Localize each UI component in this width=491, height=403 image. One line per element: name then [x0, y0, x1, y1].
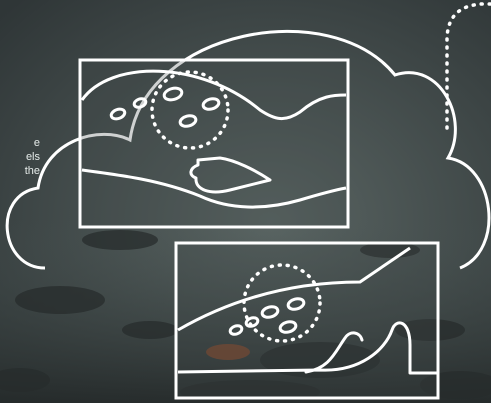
landscape-panel-bottom — [176, 243, 438, 398]
caption-line-2: els — [0, 150, 40, 164]
caption-line-3: the — [0, 164, 40, 178]
caption-line-1: e — [0, 136, 40, 150]
landscape-panel-top — [80, 60, 348, 227]
caption-text: e els the — [0, 136, 40, 178]
